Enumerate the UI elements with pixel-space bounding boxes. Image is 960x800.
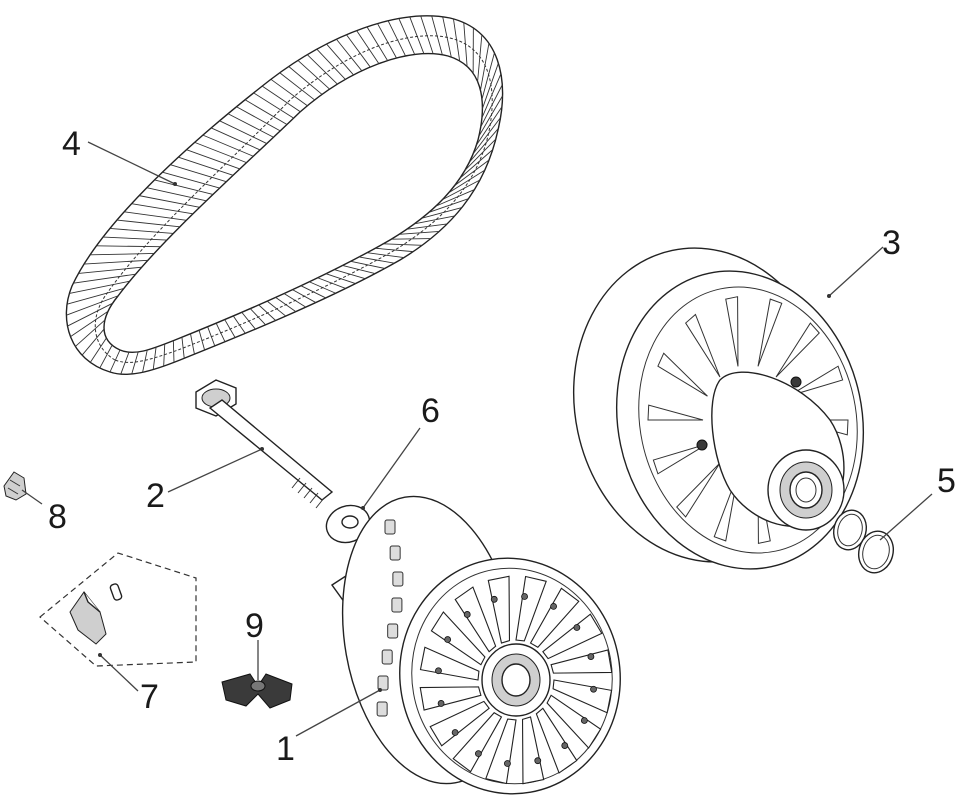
driven-pulley: [572, 247, 865, 570]
callout-9: 9: [245, 607, 264, 645]
slider-kit: [39, 552, 197, 667]
leader-lines: [21, 141, 933, 737]
roller-weight: [221, 673, 293, 709]
o-rings: [833, 509, 894, 574]
bolt: [195, 379, 334, 509]
drive-belt: [65, 15, 504, 375]
callout-3: 3: [882, 224, 901, 262]
washer: [325, 504, 371, 544]
callout-numbers: 1 2 3 4 5 6 7 8 9: [48, 125, 956, 768]
callout-5: 5: [937, 462, 956, 500]
callout-2: 2: [146, 477, 165, 515]
callout-7: 7: [140, 678, 159, 716]
clip: [3, 471, 27, 501]
callout-8: 8: [48, 498, 67, 536]
callout-4: 4: [62, 125, 81, 163]
callout-1: 1: [276, 730, 295, 768]
callout-6: 6: [421, 392, 440, 430]
drive-pulley: [331, 495, 621, 795]
